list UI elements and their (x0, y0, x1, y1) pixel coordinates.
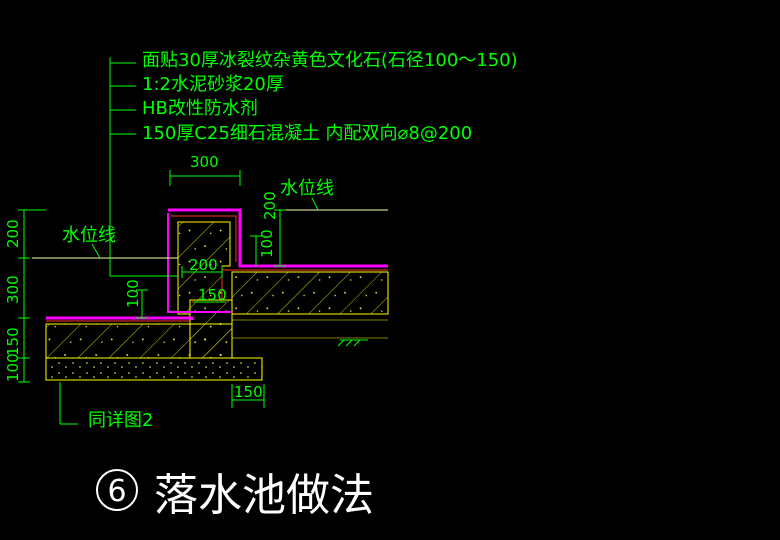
layer-leaders (59, 57, 319, 425)
title-number: 6 (107, 474, 126, 509)
ground-symbol (337, 339, 368, 347)
title-number-circle (96, 469, 138, 511)
layer-note-2: 1:2水泥砂浆20厚 (142, 74, 284, 95)
layer-note-3: HB改性防水剂 (142, 98, 258, 119)
title-text: 落水池做法 (154, 470, 374, 521)
concrete-sections (45, 221, 389, 381)
drawing-title: 6 落水池做法 (96, 469, 374, 521)
dim-right-step: 100 (258, 229, 276, 258)
right-slab (231, 271, 389, 315)
dim-left-150: 150 (4, 327, 22, 356)
step-block (189, 299, 233, 359)
cushion-layer (45, 357, 263, 381)
dim-left-300: 300 (4, 275, 22, 304)
water-level-label-left: 水位线 (62, 225, 116, 246)
dim-left-200: 200 (4, 219, 22, 248)
dim-top-width: 300 (190, 153, 219, 171)
dimension-lines (18, 170, 286, 408)
dim-wall-step: 150 (198, 286, 227, 304)
water-level-label-right: 水位线 (280, 178, 334, 199)
dim-right-height: 200 (261, 191, 279, 220)
water-lines (32, 209, 388, 259)
dim-inner-height: 100 (124, 279, 142, 308)
dim-left-100: 100 (4, 353, 22, 382)
same-as-detail-label: 同详图2 (88, 410, 153, 431)
layer-note-4: 150厚C25细石混凝土 内配双向⌀8@200 (142, 123, 472, 144)
layer-note-1: 面贴30厚冰裂纹杂黄色文化石(石径100～150) (142, 50, 518, 71)
dim-bottom-width: 150 (234, 383, 263, 401)
dim-inner-width: 200 (189, 256, 218, 274)
